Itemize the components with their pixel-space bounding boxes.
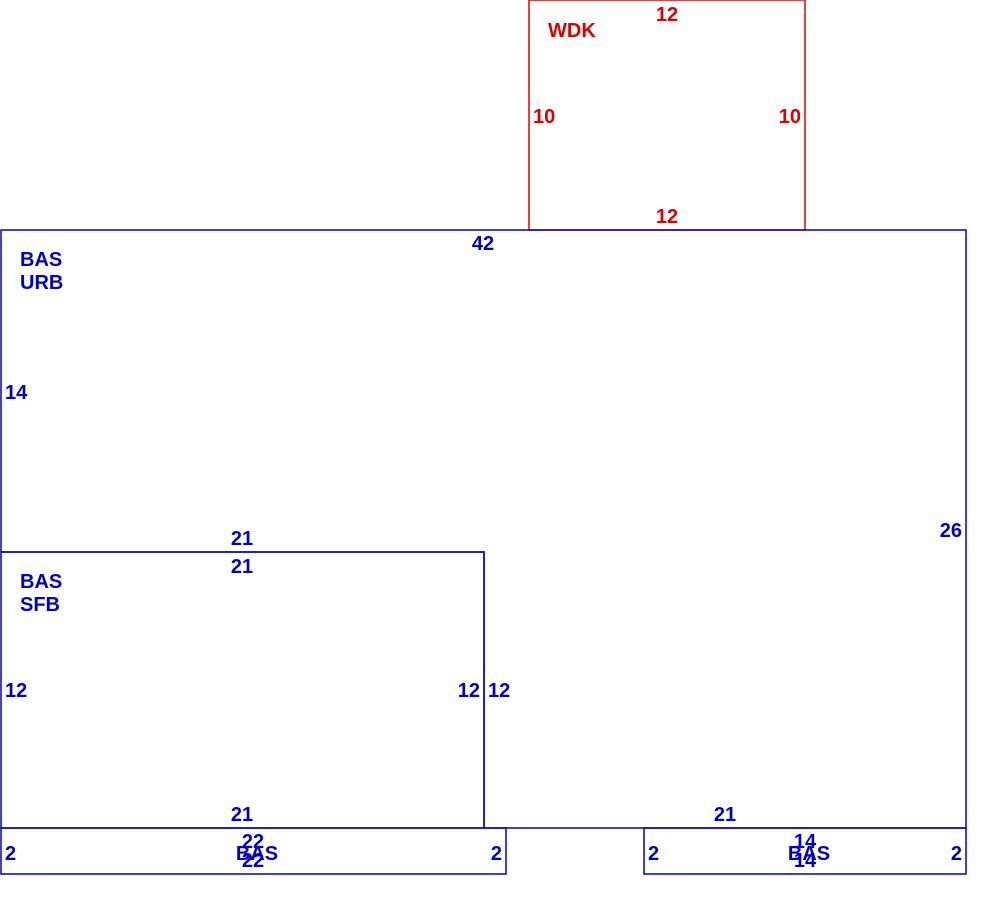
bas-urb-area-code: BAS (20, 249, 62, 271)
bas-left-strip-right-dimension: 2 (491, 843, 502, 865)
bas-sfb-area-code: BAS (20, 571, 62, 593)
bas-urb-bottom-dimension: 21 (714, 804, 736, 826)
bas-right-strip-bottom-dimension: 14 (794, 850, 817, 872)
bas-urb-notch-side-dimension: 12 (488, 680, 510, 702)
bas-left-strip-area-code: BAS (236, 843, 278, 865)
wdk-bottom-dimension: 12 (656, 206, 678, 228)
bas-left-strip-top-dimension: 22 (242, 831, 264, 853)
bas-right-strip-area-code: BAS (788, 843, 830, 865)
area-bas-right-strip: 14 BAS 14 2 2 (643, 827, 967, 875)
bas-right-strip-left-dimension: 2 (648, 843, 659, 865)
bas-urb-area-subcode: URB (20, 272, 63, 294)
wdk-top-dimension: 12 (656, 4, 678, 26)
wdk-left-dimension: 10 (533, 106, 555, 128)
area-bas-left-strip: 22 BAS 22 2 2 (0, 827, 507, 875)
bas-left-strip-outline (0, 827, 507, 875)
bas-left-strip-left-dimension: 2 (5, 843, 16, 865)
bas-right-strip-top-dimension: 14 (794, 831, 817, 853)
bas-sfb-top-dimension: 21 (231, 556, 253, 578)
bas-right-strip-outline (643, 827, 967, 875)
bas-urb-top-dimension: 42 (472, 233, 494, 255)
wdk-area-code: WDK (548, 20, 596, 42)
bas-sfb-area-subcode: SFB (20, 594, 60, 616)
bas-urb-left-dimension: 14 (5, 382, 28, 404)
bas-right-strip-right-dimension: 2 (951, 843, 962, 865)
bas-left-strip-bottom-dimension: 22 (242, 850, 264, 872)
bas-sfb-right-dimension: 12 (458, 680, 480, 702)
bas-sfb-bottom-dimension: 21 (231, 804, 253, 826)
bas-urb-right-dimension: 26 (940, 520, 962, 542)
bas-sfb-left-dimension: 12 (5, 680, 27, 702)
wdk-right-dimension: 10 (779, 106, 801, 128)
bas-urb-notch-top-dimension: 21 (231, 528, 253, 550)
